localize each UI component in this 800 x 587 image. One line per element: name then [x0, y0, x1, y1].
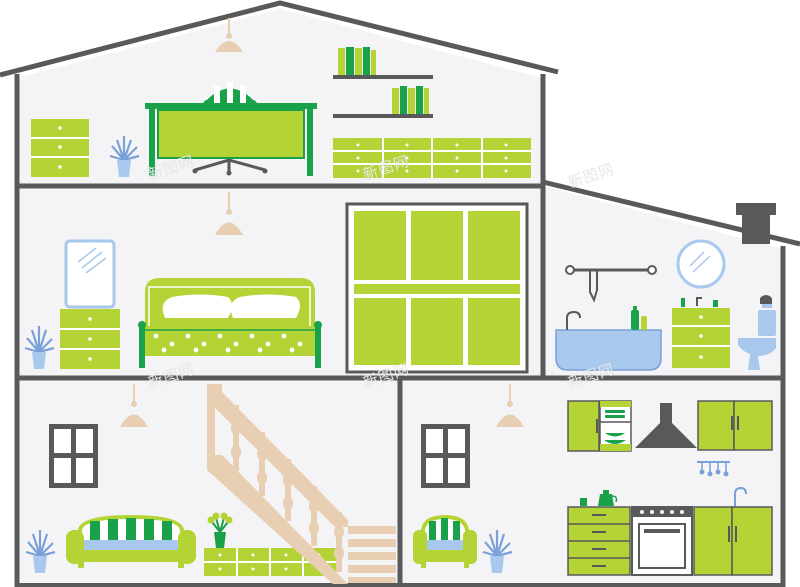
side-roof	[542, 179, 800, 247]
drawer-cabinet-icon	[672, 297, 730, 368]
attic-study	[31, 18, 531, 178]
chimney-icon	[736, 203, 776, 244]
drawer-cabinet-icon	[333, 138, 531, 178]
ceiling-lamp-icon	[120, 384, 148, 427]
window-icon	[421, 424, 470, 488]
range-hood-icon	[635, 403, 697, 448]
sofa-icon	[66, 515, 196, 568]
potted-plant-icon	[482, 530, 513, 573]
upper-cabinet-right	[697, 400, 773, 451]
main-roof	[0, 0, 559, 78]
upper-cabinet-left	[567, 400, 600, 452]
watermark: 新图网	[566, 160, 617, 192]
bedroom	[24, 192, 529, 374]
potted-plant-icon	[25, 530, 56, 573]
potted-plant-icon	[109, 136, 140, 177]
mirror-icon	[64, 239, 116, 309]
stair-balusters	[231, 405, 344, 572]
staircase-icon	[207, 384, 396, 584]
utensil-rail-icon	[697, 461, 730, 477]
book-icon	[338, 47, 429, 114]
oven-icon	[631, 506, 693, 576]
kitchen	[413, 384, 773, 576]
window-icon	[49, 424, 98, 488]
faucet-icon	[734, 486, 747, 508]
living-room	[25, 384, 396, 584]
ceiling-lamp-icon	[496, 384, 524, 427]
dish-rack-icon	[599, 400, 632, 452]
bathroom	[555, 239, 776, 371]
bathtub-icon	[555, 306, 662, 371]
office-desk-icon	[145, 103, 317, 176]
ceiling-lamp-icon	[215, 192, 243, 235]
tulip-vase-icon	[207, 512, 233, 548]
drawer-cabinet-icon	[31, 119, 89, 177]
lower-cabinet-right	[693, 506, 773, 576]
toilet-icon	[738, 295, 776, 370]
bedspread-flowers	[153, 333, 303, 353]
ceiling-lamp-icon	[215, 18, 243, 52]
wall-shelf-icon	[333, 75, 433, 118]
potted-plant-icon	[24, 326, 55, 369]
bed-icon	[138, 278, 322, 368]
armchair-icon	[413, 515, 477, 568]
drawer-cabinet-icon	[60, 309, 120, 369]
lower-cabinet-left	[567, 506, 631, 576]
wardrobe-icon	[345, 202, 529, 374]
mirror-icon	[676, 239, 726, 289]
towel-rail-icon	[565, 265, 657, 303]
kettle-icon	[580, 490, 618, 506]
